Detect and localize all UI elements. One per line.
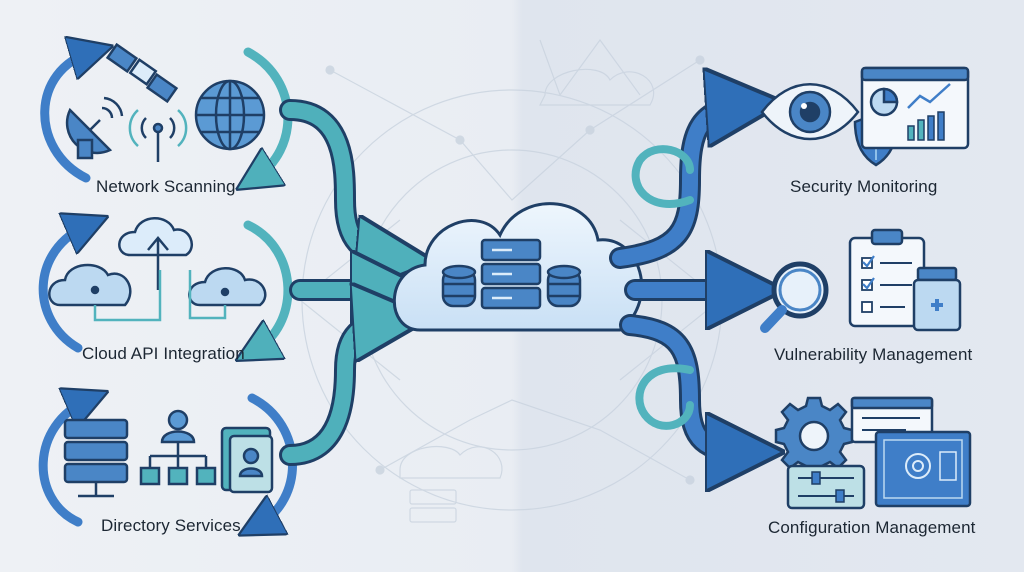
cycle-arrow-left bbox=[40, 52, 92, 183]
antenna-signal-icon bbox=[128, 109, 188, 162]
slider-panel-icon bbox=[786, 464, 866, 510]
medicine-bottle-icon bbox=[912, 266, 962, 332]
output-flows bbox=[609, 105, 745, 452]
loop-top bbox=[631, 145, 694, 209]
org-chart-icon bbox=[139, 409, 217, 486]
server-stack-center bbox=[480, 238, 542, 310]
loop-bottom bbox=[635, 364, 694, 430]
output-label-configuration-management: Configuration Management bbox=[768, 518, 976, 537]
cycle-arrow-left bbox=[38, 400, 88, 527]
server-rack-icon bbox=[63, 418, 129, 498]
magnifying-glass-icon bbox=[760, 261, 829, 333]
satellite-icon bbox=[105, 42, 179, 104]
blueprint-icon bbox=[874, 430, 972, 508]
database-stack-right bbox=[546, 264, 582, 308]
vulnerability-management-group bbox=[760, 228, 962, 333]
database-stack-left bbox=[441, 264, 477, 308]
network-scanning-group bbox=[40, 42, 293, 183]
security-monitoring-group bbox=[760, 66, 970, 167]
source-label-network-scanning: Network Scanning bbox=[96, 177, 236, 196]
directory-services-group bbox=[38, 398, 297, 527]
output-label-security-monitoring: Security Monitoring bbox=[790, 177, 938, 196]
cycle-arrow-right bbox=[248, 220, 293, 350]
cycle-arrow-left bbox=[38, 225, 88, 353]
id-card-icon bbox=[220, 426, 274, 494]
cloud-network-icon bbox=[48, 217, 267, 322]
source-label-directory-services: Directory Services bbox=[101, 516, 241, 535]
settings-window-icon bbox=[850, 396, 934, 444]
cloud-api-group bbox=[38, 217, 293, 353]
clipboard-checklist-icon bbox=[848, 228, 926, 328]
cloud-database-icon bbox=[392, 202, 644, 332]
dashboard-icon bbox=[860, 66, 970, 150]
globe-icon bbox=[194, 79, 266, 151]
gear-icon bbox=[774, 396, 854, 476]
eye-icon bbox=[760, 83, 860, 141]
source-label-cloud-api-integration: Cloud API Integration bbox=[82, 344, 245, 363]
input-flows bbox=[279, 99, 395, 466]
output-label-vulnerability-management: Vulnerability Management bbox=[774, 345, 973, 364]
configuration-management-group bbox=[774, 396, 972, 510]
satellite-dish-icon bbox=[65, 96, 124, 160]
